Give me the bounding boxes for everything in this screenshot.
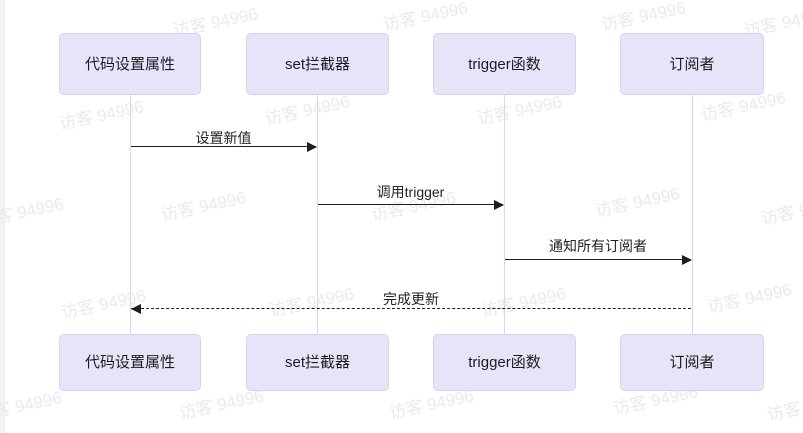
message-line-3	[505, 259, 691, 260]
participant-box-code-top[interactable]: 代码设置属性	[59, 33, 201, 95]
lifeline-code	[130, 95, 131, 334]
participant-label-setter: set拦截器	[284, 354, 350, 371]
watermark-text: 访客 94996	[267, 284, 356, 321]
watermark-text: 访客 94996	[0, 388, 64, 425]
participant-box-subscriber-bottom[interactable]: 订阅者	[620, 334, 764, 391]
watermark-text: 访客 94996	[479, 284, 568, 321]
watermark-text: 访客 94996	[759, 192, 803, 229]
participant-label-subscriber: 订阅者	[669, 354, 715, 371]
participant-box-trigger-top[interactable]: trigger函数	[433, 33, 576, 95]
participant-label-trigger: trigger函数	[468, 55, 541, 73]
participant-label-setter: set拦截器	[284, 55, 350, 73]
message-arrowhead-1	[307, 142, 317, 152]
lifeline-trigger	[504, 95, 505, 334]
watermark-text: 访客 94996	[159, 188, 248, 225]
message-arrowhead-4	[131, 304, 141, 314]
watermark-text: 访客 94996	[765, 388, 803, 425]
message-line-4	[131, 308, 691, 309]
participant-box-trigger-bottom[interactable]: trigger函数	[433, 334, 576, 391]
message-label-1: 设置新值	[195, 130, 252, 146]
participant-label-trigger: trigger函数	[468, 354, 541, 371]
lifeline-subscriber	[692, 95, 693, 334]
message-line-2	[318, 204, 503, 205]
participant-label-code: 代码设置属性	[84, 354, 175, 371]
participant-label-code: 代码设置属性	[84, 55, 175, 73]
message-arrowhead-3	[682, 255, 692, 265]
message-label-2: 调用trigger	[376, 184, 445, 200]
watermark-text: 访客 94996	[57, 97, 146, 134]
watermark-text: 访客 94996	[381, 0, 470, 35]
participant-box-setter-bottom[interactable]: set拦截器	[246, 334, 389, 391]
participant-label-subscriber: 订阅者	[669, 55, 715, 73]
page-edge-gutter	[0, 0, 5, 433]
watermark-text: 访客 94996	[593, 184, 682, 221]
message-arrowhead-2	[494, 200, 504, 210]
lifeline-setter	[317, 95, 318, 334]
watermark-text: 访客 94996	[0, 194, 66, 231]
participant-box-setter-top[interactable]: set拦截器	[246, 33, 389, 95]
watermark-text: 访客 94996	[59, 286, 148, 323]
message-line-1	[131, 146, 316, 147]
message-label-4: 完成更新	[383, 291, 439, 307]
message-label-3: 通知所有订阅者	[549, 238, 647, 254]
participant-box-code-bottom[interactable]: 代码设置属性	[59, 334, 201, 391]
participant-box-subscriber-top[interactable]: 订阅者	[620, 33, 764, 95]
watermark-text: 访客 94996	[705, 280, 794, 317]
watermark-text: 访客 94996	[599, 0, 688, 35]
